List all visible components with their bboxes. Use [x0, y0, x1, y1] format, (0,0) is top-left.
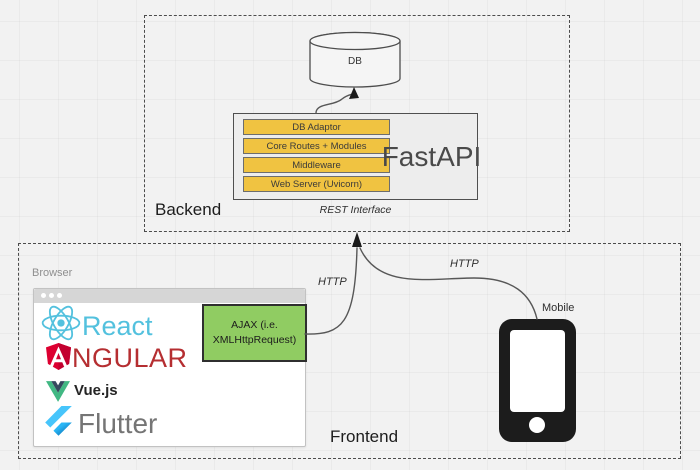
frontend-group-box: Frontend [18, 243, 681, 459]
mobile-phone-icon [499, 319, 576, 442]
frontend-label: Frontend [330, 427, 399, 446]
mobile-label: Mobile [542, 302, 575, 314]
fastapi-box: DB Adaptor Core Routes + Modules Middlew… [233, 113, 482, 200]
layer-db-adaptor: DB Adaptor [243, 119, 390, 135]
ajax-box: AJAX (i.e. XMLHttpRequest) [202, 304, 307, 362]
layer-web-server-uvicorn: Web Server (Uvicorn) [243, 176, 390, 192]
database-cylinder-icon [309, 31, 401, 88]
flutter-icon [45, 406, 72, 436]
phone-screen [510, 330, 565, 412]
browser-label: Browser [32, 267, 73, 279]
database-cylinder: DB [308, 31, 402, 89]
vuejs-wordmark: Vue.js [74, 382, 118, 399]
database-label: DB [348, 56, 362, 67]
ajax-label-line1: AJAX (i.e. [231, 318, 278, 331]
fastapi-title: FastAPI [381, 140, 482, 172]
phone-home-button [529, 417, 545, 433]
ajax-label-line2: XMLHttpRequest) [212, 334, 297, 346]
vuejs-icon [46, 381, 70, 402]
angular-icon [46, 343, 71, 370]
layer-core-routes-modules: Core Routes + Modules [243, 138, 390, 154]
window-dot-icon [49, 293, 54, 298]
fastapi-layer-stack: DB Adaptor Core Routes + Modules Middlew… [243, 119, 390, 195]
flutter-wordmark: Flutter [78, 408, 158, 439]
window-dot-icon [57, 293, 62, 298]
window-dot-icon [41, 293, 46, 298]
backend-label: Backend [155, 200, 222, 219]
react-icon [41, 305, 81, 341]
angular-wordmark: NGULAR [72, 343, 188, 373]
rest-interface-label: REST Interface [319, 204, 392, 216]
react-wordmark: React [82, 311, 153, 341]
http-label-mobile: HTTP [450, 258, 479, 270]
backend-group-box: Backend [144, 15, 570, 232]
http-label-ajax: HTTP [318, 276, 347, 288]
layer-middleware: Middleware [243, 157, 390, 173]
browser-titlebar [34, 289, 305, 303]
